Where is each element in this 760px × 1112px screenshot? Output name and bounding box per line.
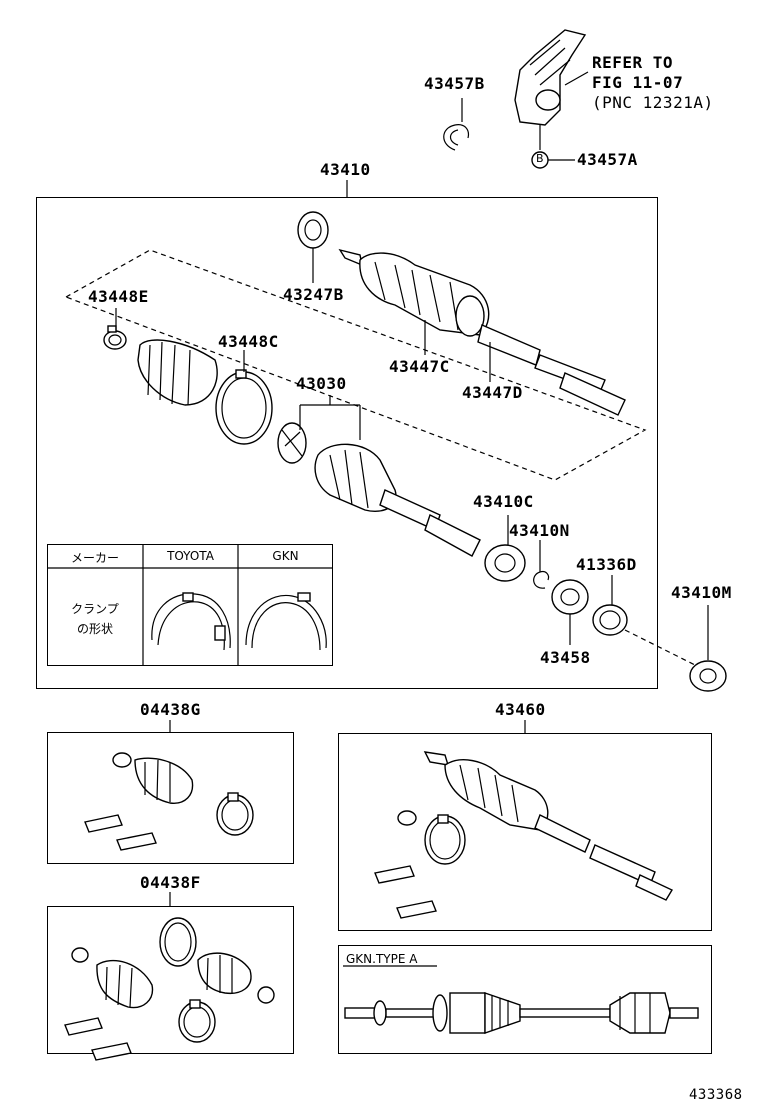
assembly-43410-frame: [36, 197, 658, 689]
part-label-43457B: 43457B: [424, 74, 485, 93]
figure-number: 433368: [689, 1087, 743, 1103]
refer-line-2: FIG 11-07: [592, 73, 684, 92]
gkn-type-a-frame: [338, 945, 712, 1054]
part-label-43247B: 43247B: [283, 285, 344, 304]
circle-b-marker: B: [536, 152, 544, 165]
refer-line-3: (PNC 12321A): [592, 93, 714, 112]
part-label-43410M: 43410M: [671, 583, 732, 602]
part-label-43448E: 43448E: [88, 287, 149, 306]
part-label-43030: 43030: [296, 374, 347, 393]
part-label-41336D: 41336D: [576, 555, 637, 574]
part-label-43410N: 43410N: [509, 521, 570, 540]
part-label-04438F: 04438F: [140, 873, 201, 892]
part-label-43447D: 43447D: [462, 383, 523, 402]
table-header-toyota: TOYOTA: [167, 549, 214, 563]
assembly-43460-frame: [338, 733, 712, 931]
refer-line-1: REFER TO: [592, 53, 674, 72]
clamp-shape-table: [47, 544, 333, 666]
gkn-type-a-title: GKN.TYPE A: [346, 952, 418, 966]
part-label-43458: 43458: [540, 648, 591, 667]
table-header-maker: メーカー: [70, 551, 119, 565]
part-label-43410: 43410: [320, 160, 371, 179]
table-header-gkn: GKN: [272, 549, 299, 563]
table-row-label-line1: クランプ: [71, 602, 119, 616]
part-label-04438G: 04438G: [140, 700, 201, 719]
part-label-43447C: 43447C: [389, 357, 450, 376]
table-row-label-line2: の形状: [76, 622, 113, 636]
part-label-43460: 43460: [495, 700, 546, 719]
kit-04438F-frame: [47, 906, 294, 1054]
kit-04438G-frame: [47, 732, 294, 864]
part-label-43448C: 43448C: [218, 332, 279, 351]
part-label-43457A: 43457A: [577, 150, 638, 169]
part-label-43410C: 43410C: [473, 492, 534, 511]
